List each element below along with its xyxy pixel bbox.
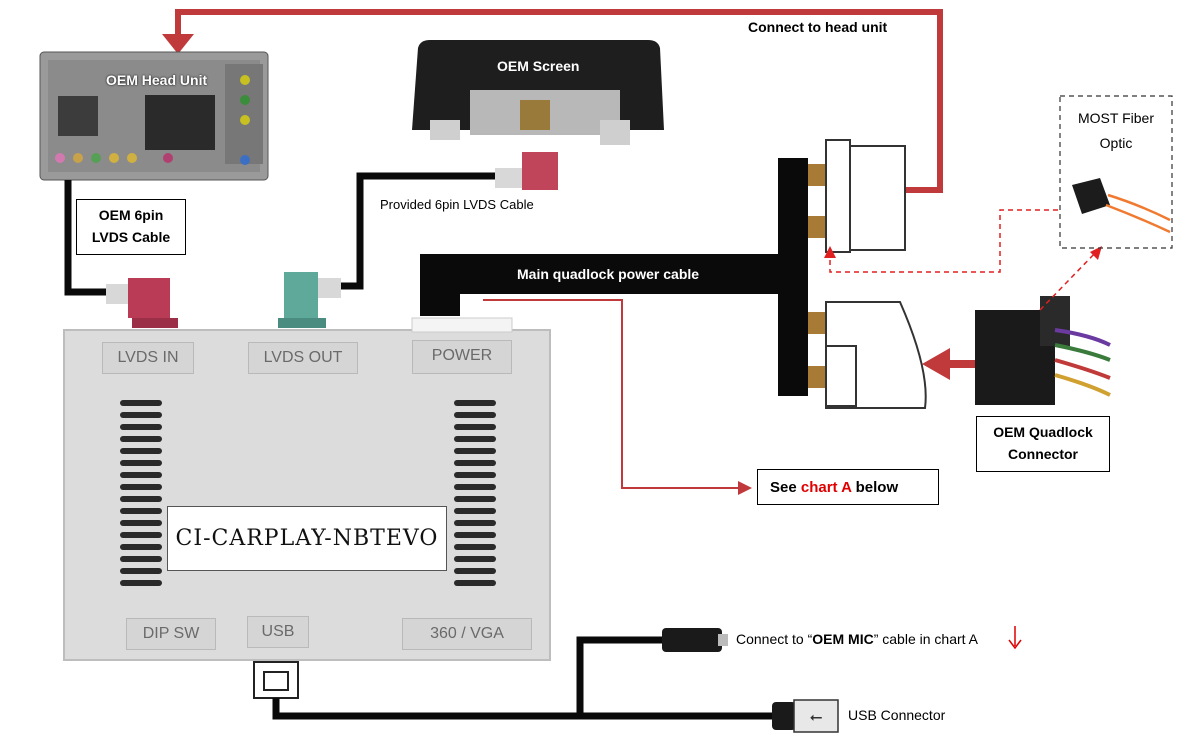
vent-slot [454,472,496,478]
vent-slot [120,460,162,466]
vent-slot [454,544,496,550]
see-suffix: below [851,479,899,496]
see-chart-link: chart A [800,479,852,496]
oem-6pin-line1: OEM 6pin [98,207,164,223]
vent-slot [454,460,496,466]
vent-slot [120,508,162,514]
chart-a-arrow-icon [738,481,752,495]
vent-slot [120,556,162,562]
oem-quadlock-connector-image [975,296,1111,405]
usb-connector-label: USB Connector [848,707,946,723]
vent-slot [454,508,496,514]
mic-prefix: Connect to “ [736,631,813,647]
vent-slot [454,568,496,574]
port-lvds-in: LVDS IN [102,342,194,374]
vent-slot [454,412,496,418]
svg-text:⭠: ⭠ [810,707,823,726]
port-usb: USB [247,616,309,648]
quadlock-line2: Connector [1008,446,1078,462]
most-link-arrow-icon [1090,246,1102,260]
chart-a-line [483,299,740,489]
module-body [63,329,551,661]
port-power: POWER [412,340,512,374]
vent-slot [120,400,162,406]
vent-slot [120,568,162,574]
most-link-line [1039,249,1099,311]
usb-cable [272,698,780,720]
mic-down-arrow-icon [1008,626,1022,650]
vent-slot [454,520,496,526]
quadlock-line1: OEM Quadlock [993,424,1093,440]
vent-slot [454,556,496,562]
most-up-arrow-icon [824,246,836,258]
usb-plug-image: ⭠ [772,699,839,733]
port-dip-sw: DIP SW [126,618,216,650]
vent-slot [120,532,162,538]
most-fiber-box [1059,95,1173,249]
port-vga: 360 / VGA [402,618,532,650]
power-port-header [411,317,513,333]
head-unit-arrow-icon [162,34,194,54]
vent-slot [454,532,496,538]
vent-slot [120,544,162,550]
vent-slot [120,472,162,478]
oem-screen-label: OEM Screen [497,58,580,74]
see-prefix: See [770,479,801,496]
most-line1: MOST Fiber [1078,110,1154,126]
vent-slot [120,580,162,586]
oem-head-unit-label: OEM Head Unit [106,72,208,88]
vent-slot [120,484,162,490]
provided-cable-label: Provided 6pin LVDS Cable [380,197,534,212]
oem-lvds-cable [64,180,110,296]
usb-port-plug [253,661,299,699]
most-dashed-line [829,209,1058,273]
mic-suffix: ” cable in chart A [873,631,978,647]
lvds-out-plug [278,272,341,328]
oem-6pin-line2: LVDS Cable [91,229,171,245]
vent-slot [120,520,162,526]
oem-quadlock-box: OEM Quadlock Connector [976,416,1110,472]
mic-bold: OEM MIC [812,631,874,647]
vent-slot [120,412,162,418]
quadlock-harness-image [778,139,927,409]
most-line2: Optic [1099,135,1133,151]
oem-head-unit-image [39,51,269,181]
vent-left [120,400,162,586]
vent-slot [454,424,496,430]
vent-slot [454,484,496,490]
vent-slot [120,496,162,502]
port-lvds-out: LVDS OUT [248,342,358,374]
vent-slot [454,580,496,586]
oem-6pin-box: OEM 6pin LVDS Cable [76,199,186,255]
vent-slot [454,496,496,502]
module-model-label: CI-CARPLAY-NBTEVO [167,506,447,571]
lvds-in-plug [106,278,178,328]
main-quadlock-label: Main quadlock power cable [517,266,700,282]
mic-cable [576,636,668,716]
vent-slot [120,448,162,454]
vent-slot [454,400,496,406]
mic-connect-label: Connect to “OEM MIC” cable in chart A [736,631,978,647]
see-chart-box: See chart A below [757,469,939,505]
quadlock-insert-arrow-icon [922,348,950,380]
vent-slot [454,436,496,442]
mic-jack-image [662,628,728,652]
most-fiber-label: MOST Fiber Optic [1060,106,1172,156]
oem-screen-image [412,40,664,145]
vent-slot [120,436,162,442]
most-fiber-image [1072,178,1171,234]
vent-slot [120,424,162,430]
main-power-cable [420,254,785,316]
vent-right [454,400,496,586]
vent-slot [454,448,496,454]
screen-lvds-plug [495,152,558,190]
connect-head-unit-label: Connect to head unit [748,19,888,35]
head-unit-connection-line [175,9,943,193]
